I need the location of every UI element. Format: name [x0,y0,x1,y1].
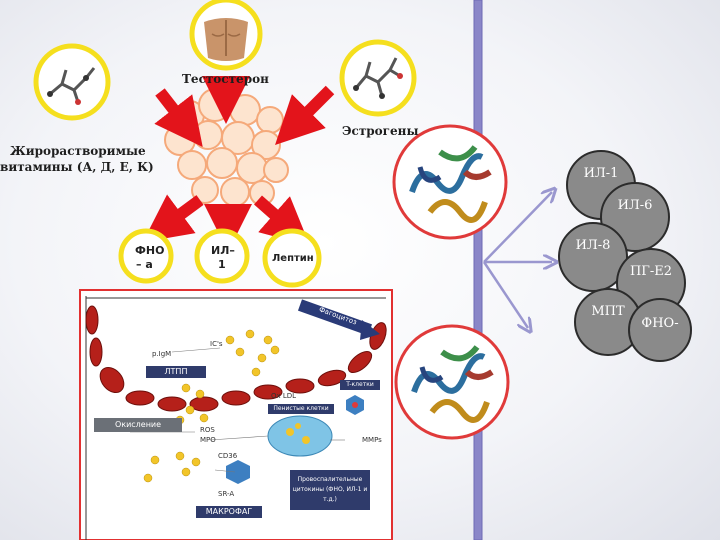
torso-image [189,0,263,71]
inset-sra: SR-A [218,490,235,498]
inset-mpo: MPO [200,436,216,444]
inset-box-small1: T-клетки [340,380,380,390]
tnf-label-line1: ФНО [135,244,165,257]
inset-oxidation-box: Окисление [94,418,182,432]
cytokine-mpt-label: МПТ [591,304,625,319]
inset-pigm: p.IgM [152,350,172,358]
leptin-circle [262,228,322,288]
inset-ic: IC's [210,340,223,348]
cytokine-il6-label: ИЛ-6 [617,198,653,213]
estrogens-label: Эстрогены [342,124,419,138]
inset-cytokines-box: Провоспалительные цитокины (ФНО, ИЛ-1 и … [290,470,370,510]
vitamins-label-line2: витамины (А, Д, Е, К) [0,160,154,174]
inset-cd36: CD36 [218,452,238,460]
testosterone-label: Тестостерон [182,72,269,86]
vitamins-label-line1: Жирорастворимые [10,144,146,158]
cytokine-il1-label: ИЛ-1 [583,166,619,181]
vertical-divider [473,0,483,540]
cytokine-tnf: ФНО- [628,298,692,362]
inset-mmps: MMPs [362,436,382,444]
cytokine-tnf-label: ФНО- [641,316,679,331]
inset-ltpp-box: ЛТПП [146,366,206,378]
fat-tissue-icon [164,88,289,207]
molecule-icon-left [33,43,111,121]
tnf-circle [118,228,174,284]
purple-arrows [482,192,552,328]
inset-ros: ROS [200,426,215,434]
il1-label-line1: ИЛ– [211,244,235,257]
protein-structure-top [392,124,508,240]
molecule-icon-right [339,39,417,117]
inset-box-small2: Пенистые клетки [268,404,334,414]
lipoprotein-particles [143,329,280,483]
leptin-label: Лептин [272,253,314,264]
inset-diagram [79,289,393,540]
protein-structure-bottom [394,324,510,440]
il1-circle [194,228,250,284]
cytokine-il8-label: ИЛ-8 [575,238,611,253]
il1-label-line2: 1 [218,258,226,271]
tnf-label-line2: – а [136,258,153,271]
inset-macrophage-box: МАКРОФАГ [196,506,262,518]
inset-oxldl: Ox LDL [271,392,297,400]
red-arrows [142,76,335,252]
macrophage-cell [267,415,333,457]
cytokine-pge2-label: ПГ-Е2 [629,264,673,279]
